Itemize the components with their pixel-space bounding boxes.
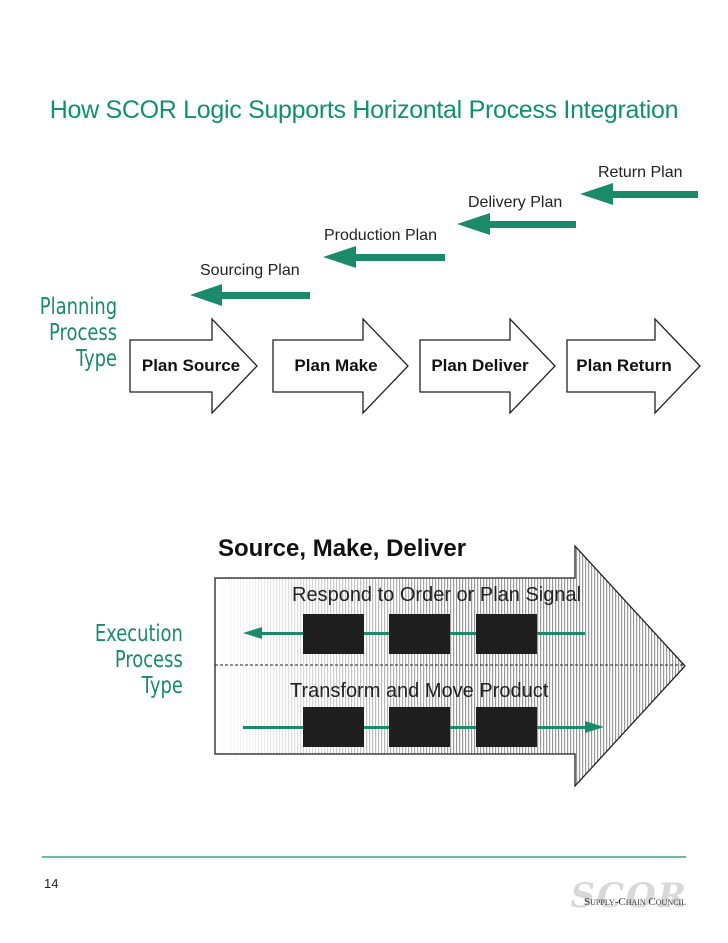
exec-side-line-3: Type bbox=[141, 673, 183, 699]
feedback-arrow-sourcing bbox=[190, 284, 310, 306]
product-block-2 bbox=[389, 707, 450, 747]
scc-logo: SCOR Supply-Chain Council bbox=[558, 876, 688, 916]
respond-lane-label: Respond to Order or Plan Signal bbox=[292, 584, 582, 606]
product-block-1 bbox=[303, 707, 364, 747]
sourcing-plan-label: Sourcing Plan bbox=[200, 262, 300, 279]
transform-lane-label: Transform and Move Product bbox=[290, 680, 549, 702]
plan-make-label: Plan Make bbox=[294, 356, 378, 375]
signal-block-1 bbox=[303, 614, 364, 654]
exec-side-line-2: Process bbox=[114, 647, 183, 673]
page-number: 14 bbox=[44, 876, 59, 891]
exec-side-line-1: Execution bbox=[94, 621, 183, 647]
execution-title: Source, Make, Deliver bbox=[218, 535, 467, 562]
product-block-3 bbox=[476, 707, 537, 747]
plan-make-arrow bbox=[272, 317, 409, 415]
side-label-line-1: Planning bbox=[39, 294, 117, 320]
plan-source-arrow bbox=[129, 317, 258, 415]
plan-deliver-arrow bbox=[419, 317, 556, 415]
scc-logo-text: Supply-Chain Council bbox=[584, 896, 686, 908]
signal-block-3 bbox=[476, 614, 537, 654]
planning-side-label: Planning Process Type bbox=[40, 294, 117, 372]
return-plan-label: Return Plan bbox=[598, 164, 683, 181]
plan-return-label: Plan Return bbox=[576, 356, 672, 375]
delivery-plan-label: Delivery Plan bbox=[468, 194, 563, 211]
scor-logo-mark: SCOR bbox=[570, 876, 688, 916]
feedback-arrow-return bbox=[580, 183, 698, 205]
side-label-line-2: Process bbox=[48, 320, 117, 346]
side-label-line-3: Type bbox=[75, 346, 117, 372]
signal-block-2 bbox=[389, 614, 450, 654]
plan-return-arrow bbox=[566, 317, 701, 415]
execution-side-label: Execution Process Type bbox=[95, 621, 183, 699]
plan-source-label: Plan Source bbox=[141, 356, 241, 375]
feedback-arrow-delivery bbox=[457, 213, 576, 235]
production-plan-label: Production Plan bbox=[324, 227, 437, 244]
page-title: How SCOR Logic Supports Horizontal Proce… bbox=[49, 96, 679, 124]
feedback-arrow-production bbox=[323, 246, 445, 268]
plan-deliver-label: Plan Deliver bbox=[431, 356, 529, 375]
